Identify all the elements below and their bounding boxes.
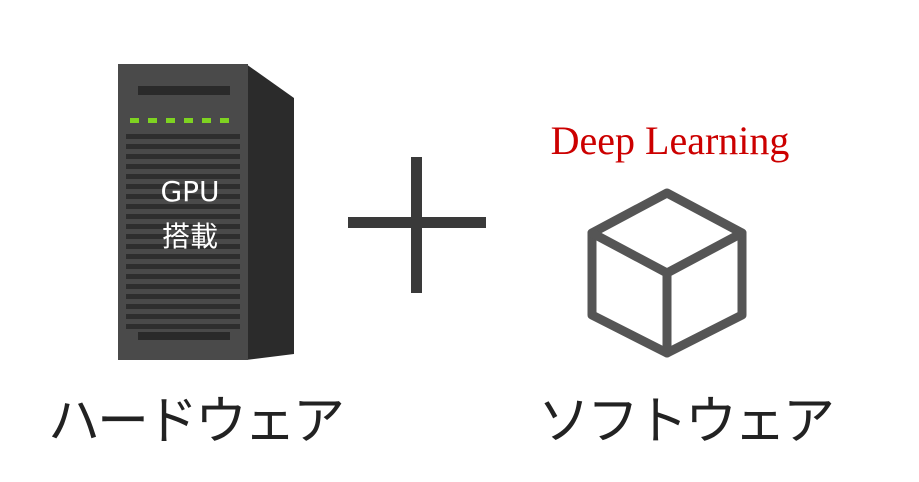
cube-icon: [582, 185, 752, 360]
server-label-equipped: 搭載: [161, 220, 218, 253]
plus-icon: [348, 157, 486, 293]
server-label-gpu: GPU: [160, 175, 220, 208]
server-tower-icon: [118, 64, 300, 360]
software-caption: ソフトウェア: [538, 392, 835, 452]
hardware-caption: ハードウェア: [48, 392, 345, 452]
deep-learning-title: Deep Learning: [550, 118, 790, 163]
